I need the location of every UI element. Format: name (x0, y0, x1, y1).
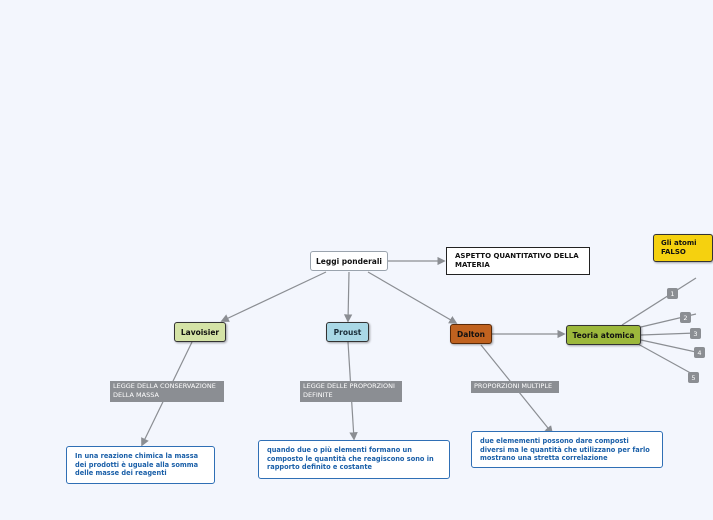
branch-badge-1[interactable]: 1 (667, 288, 678, 299)
edge-teoria-3 (640, 332, 697, 336)
edge-teoria-5 (637, 343, 697, 377)
branch-badge-2[interactable]: 2 (680, 312, 691, 323)
description-proust[interactable]: quando due o più elementi formano un com… (258, 440, 450, 479)
edge-main-lavoisier (220, 271, 327, 322)
relation-label-proust[interactable]: LEGGE DELLE PROPORZIONI DEFINITE (300, 381, 402, 402)
topic-aspetto-quantitativo[interactable]: ASPETTO QUANTITATIVO DELLA MATERIA (446, 247, 590, 275)
branch-badge-5[interactable]: 5 (688, 372, 699, 383)
topic-proust[interactable]: Proust (326, 322, 369, 342)
branch-badge-3[interactable]: 3 (690, 328, 701, 339)
edge-teoria-1 (621, 277, 697, 326)
topic-teoria-atomica[interactable]: Teoria atomica (566, 325, 641, 345)
topic-lavoisier[interactable]: Lavoisier (174, 322, 226, 342)
edge-teoria-4 (640, 339, 697, 353)
edge-main-dalton (367, 271, 458, 324)
relation-label-lavoisier[interactable]: LEGGE DELLA CONSERVAZIONE DELLA MASSA (110, 381, 224, 402)
relation-label-dalton[interactable]: PROPORZIONI MULTIPLE (471, 381, 559, 393)
branch-badge-4[interactable]: 4 (694, 347, 705, 358)
topic-leggi-ponderali[interactable]: Leggi ponderali (310, 251, 388, 271)
edge-main-proust (343, 271, 353, 323)
topic-dalton[interactable]: Dalton (450, 324, 492, 344)
description-lavoisier[interactable]: In una reazione chimica la massa dei pro… (66, 446, 215, 484)
topic-gli-atomi-falso[interactable]: Gli atomi FALSO (653, 234, 713, 262)
description-dalton[interactable]: due elemementi possono dare composti div… (471, 431, 663, 468)
